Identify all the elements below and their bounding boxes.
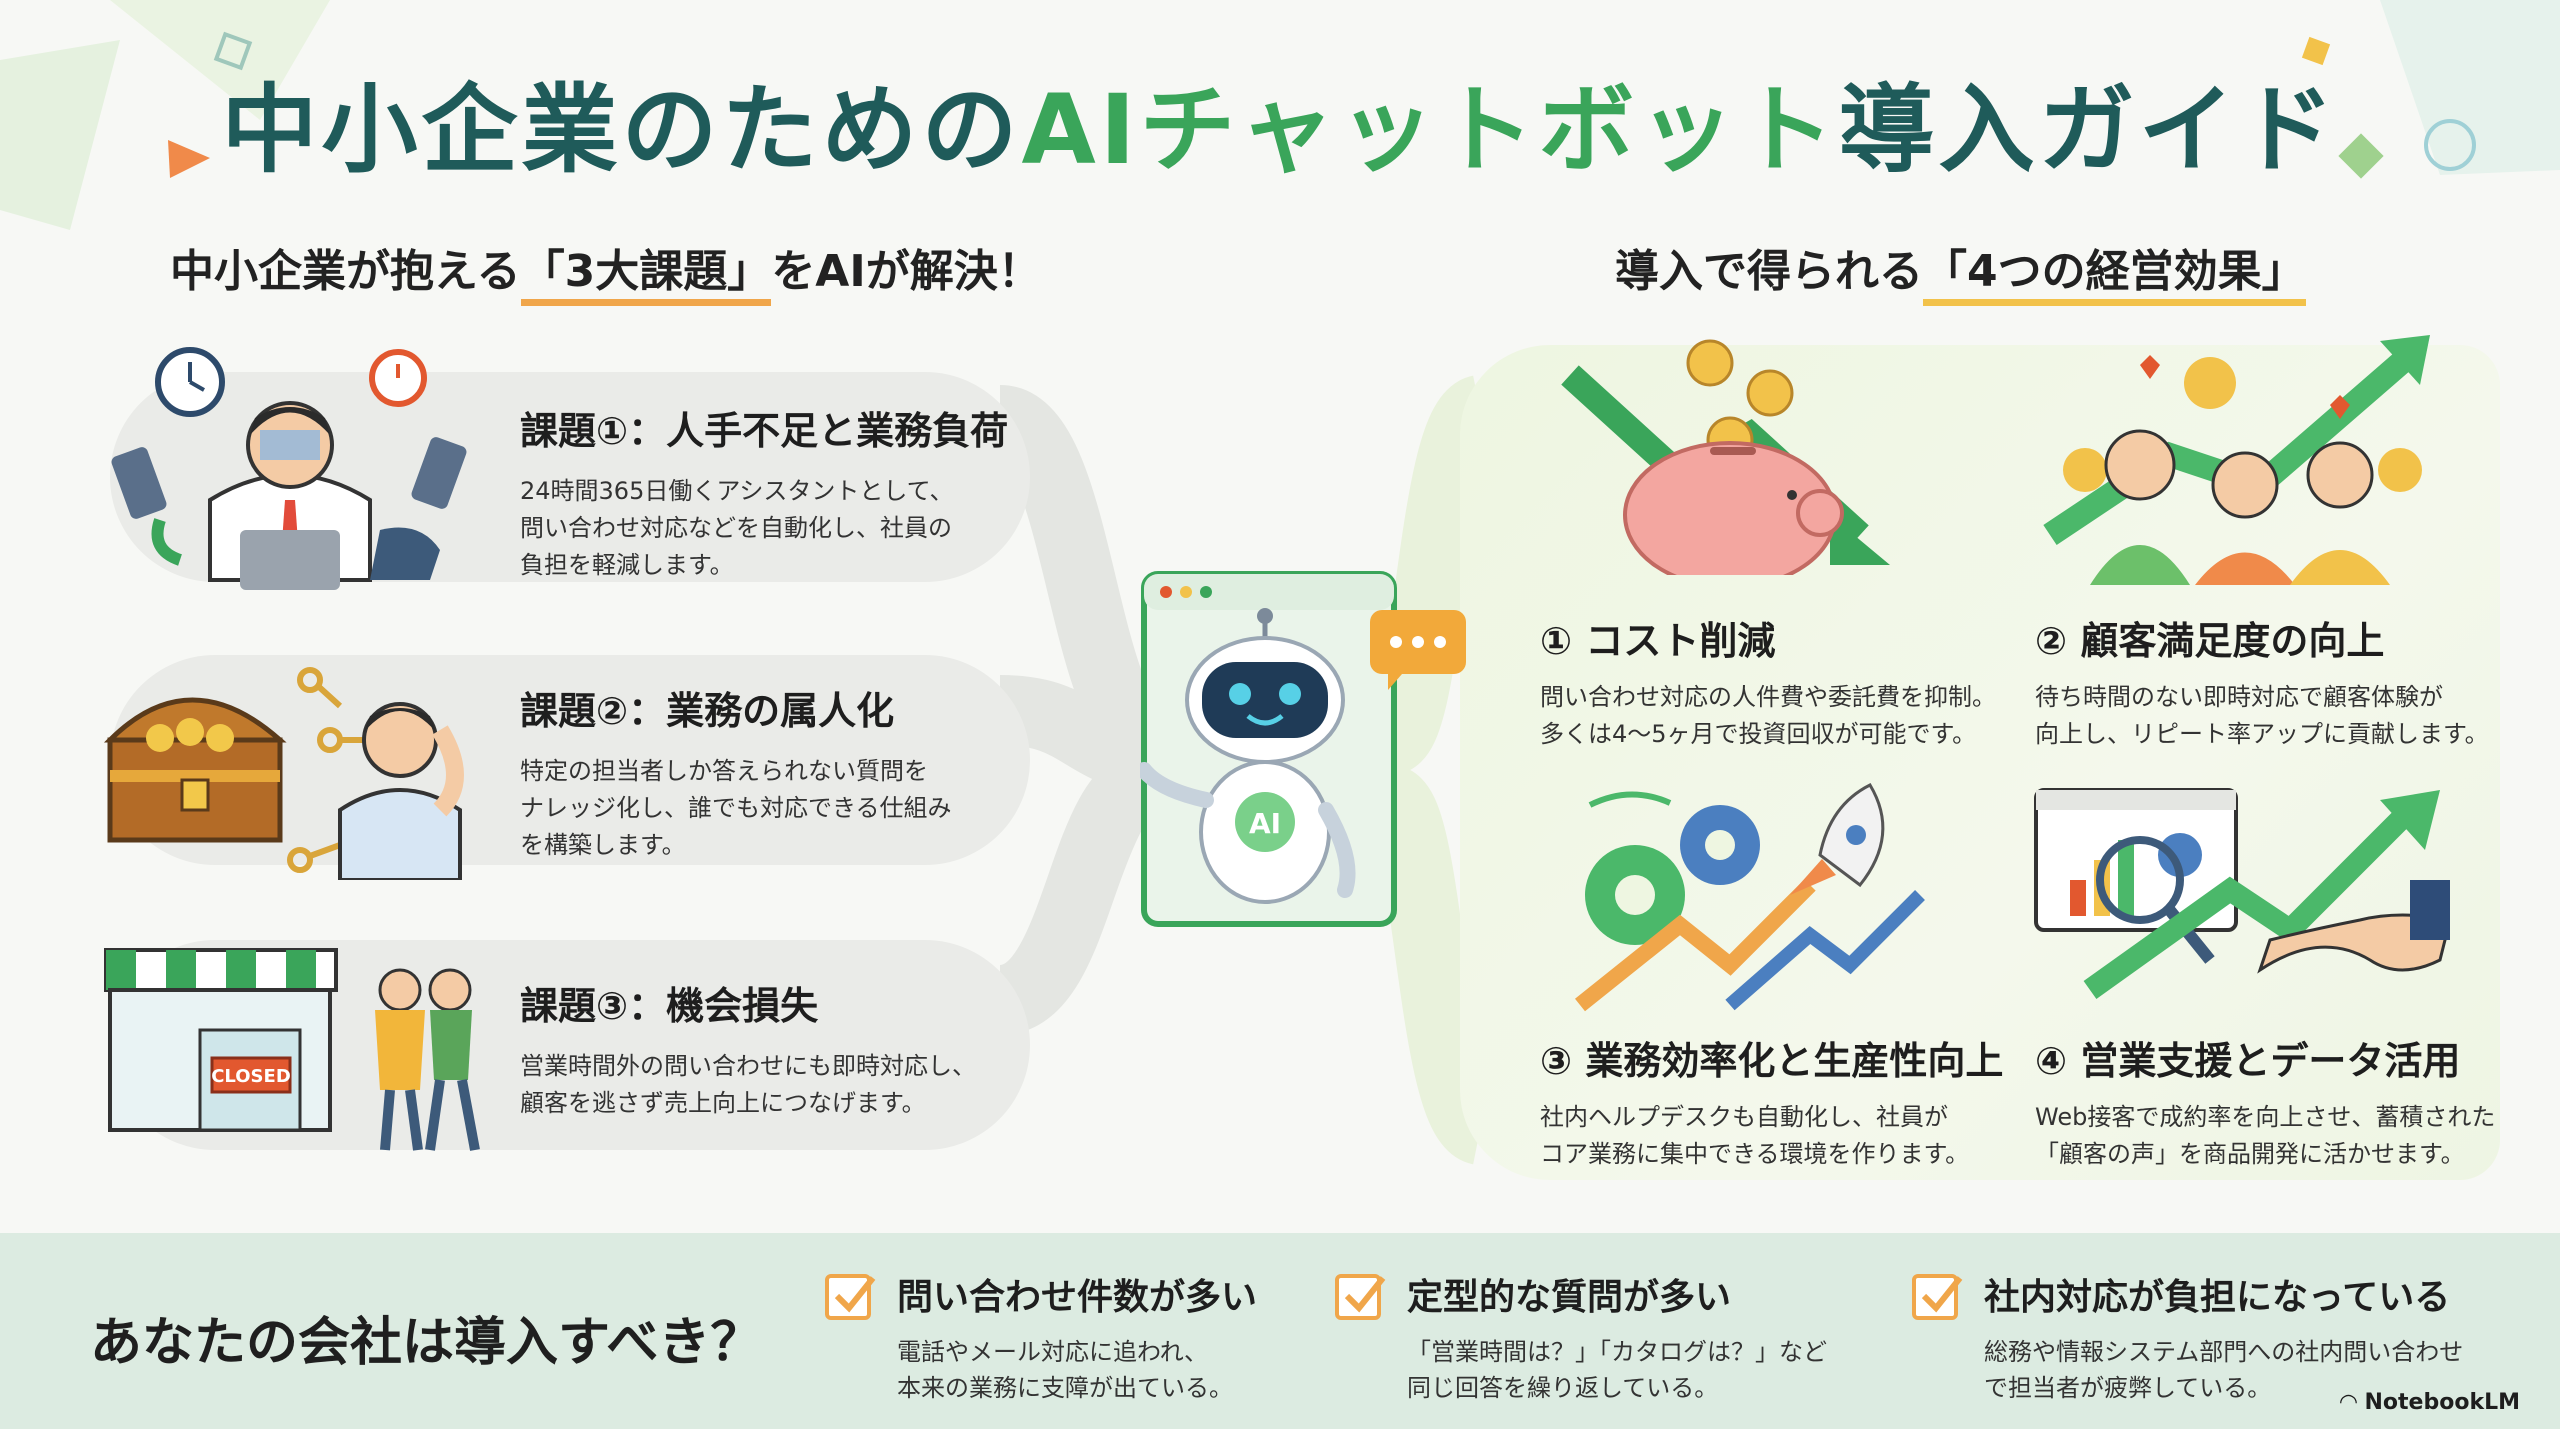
issue-3: 課題③：機会損失 営業時間外の問い合わせにも即時対応し、 顧客を逃さず売上向上に… — [520, 975, 1020, 1122]
issue-2: 課題②：業務の属人化 特定の担当者しか答えられない質問を ナレッジ化し、誰でも対… — [520, 680, 1020, 865]
effect-3: ③ 業務効率化と生産性向上 社内ヘルプデスクも自動化し、社員が コア業務に集中で… — [1540, 1030, 2040, 1173]
check-item-3-body: 総務や情報システム部門への社内問い合わせ で担当者が疲弊している。 — [1984, 1338, 2464, 1402]
check-item-3-title: 社内対応が負担になっている — [1984, 1277, 2451, 1318]
checkbox-icon — [1335, 1274, 1386, 1320]
check-item-2: 定型的な質問が多い 「営業時間は？」「カタログは？」など 同じ回答を繰り返してい… — [1335, 1268, 1835, 1406]
effect-2: ② 顧客満足度の向上 待ち時間のない即時対応で顧客体験が 向上し、リピート率アッ… — [2035, 610, 2535, 753]
decorative-shapes — [0, 0, 2560, 230]
checklist-question: あなたの会社は導入すべき？ — [90, 1313, 763, 1373]
treasure-chest-icon — [103, 667, 464, 880]
check-item-1: 問い合わせ件数が多い 電話やメール対応に追われ、 本来の業務に支障が出ている。 — [825, 1268, 1325, 1406]
effect-2-body: 待ち時間のない即時対応で顧客体験が 向上し、リピート率アップに貢献します。 — [2035, 683, 2489, 749]
effect-4: ④ 営業支援とデータ活用 Web接客で成約率を向上させ、蓄積された 「顧客の声」… — [2035, 1030, 2535, 1173]
check-item-3: 社内対応が負担になっている 総務や情報システム部門への社内問い合わせ で担当者が… — [1912, 1268, 2512, 1406]
effect-3-body: 社内ヘルプデスクも自動化し、社員が コア業務に集中できる環境を作ります。 — [1540, 1103, 1970, 1169]
issue-2-title: 課題②：業務の属人化 — [520, 689, 895, 733]
effect-4-body: Web接客で成約率を向上させ、蓄積された 「顧客の声」を商品開発に活かせます。 — [2035, 1103, 2496, 1169]
checkbox-icon — [1912, 1274, 1963, 1320]
issue-1-body: 24時間365日働くアシスタントとして、 問い合わせ対応などを自動化し、社員の … — [520, 477, 954, 580]
closed-sign-text: CLOSED — [211, 1066, 291, 1087]
ai-robot-icon: AI — [1140, 571, 1466, 927]
issue-3-title: 課題③：機会損失 — [520, 984, 819, 1028]
issue-2-body: 特定の担当者しか答えられない質問を ナレッジ化し、誰でも対応できる仕組み を構築… — [520, 757, 952, 860]
checklist-band — [0, 1233, 2560, 1429]
effect-1-body: 問い合わせ対応の人件費や委託費を抑制。 多くは4〜5ヶ月で投資回収が可能です。 — [1540, 683, 1996, 749]
check-item-2-body: 「営業時間は？」「カタログは？」など 同じ回答を繰り返している。 — [1407, 1338, 1827, 1402]
effect-1-title: ① コスト削減 — [1540, 619, 1776, 663]
effect-1: ① コスト削減 問い合わせ対応の人件費や委託費を抑制。 多くは4〜5ヶ月で投資回… — [1540, 610, 2040, 753]
stressed-worker-icon — [111, 347, 467, 590]
check-item-1-title: 問い合わせ件数が多い — [897, 1277, 1258, 1318]
closed-shop-icon: CLOSED — [104, 948, 480, 1151]
page-title: 中小企業のためのAIチャットボット導入ガイド — [221, 74, 2339, 186]
piggy-bank-icon — [1561, 339, 1890, 575]
analytics-handshake-icon — [2034, 788, 2450, 999]
left-section-heading: 中小企業が抱える「3大課題」をAIが解決！ — [170, 235, 1042, 306]
issue-1-title: 課題①：人手不足と業務負荷 — [520, 409, 1009, 453]
issue-3-body: 営業時間外の問い合わせにも即時対応し、 顧客を逃さず売上向上につなげます。 — [520, 1052, 976, 1118]
happy-customers-icon — [2043, 335, 2430, 585]
right-section-heading: 導入で得られる「4つの経営効果」 — [1615, 235, 2306, 306]
gears-rocket-icon — [1575, 783, 1925, 1012]
check-item-1-body: 電話やメール対応に追われ、 本来の業務に支障が出ている。 — [897, 1338, 1233, 1402]
robot-ai-badge: AI — [1249, 807, 1281, 840]
check-item-2-title: 定型的な質問が多い — [1407, 1277, 1732, 1318]
checkbox-icon — [825, 1274, 876, 1320]
effect-4-title: ④ 営業支援とデータ活用 — [2035, 1039, 2461, 1083]
brand-mark: ◠ NotebookLM — [2339, 1390, 2520, 1415]
effect-2-title: ② 顧客満足度の向上 — [2035, 619, 2385, 663]
issue-1: 課題①：人手不足と業務負荷 24時間365日働くアシスタントとして、 問い合わせ… — [520, 400, 1020, 585]
effect-3-title: ③ 業務効率化と生産性向上 — [1540, 1039, 2004, 1083]
notebooklm-logo-icon: ◠ — [2339, 1390, 2365, 1415]
